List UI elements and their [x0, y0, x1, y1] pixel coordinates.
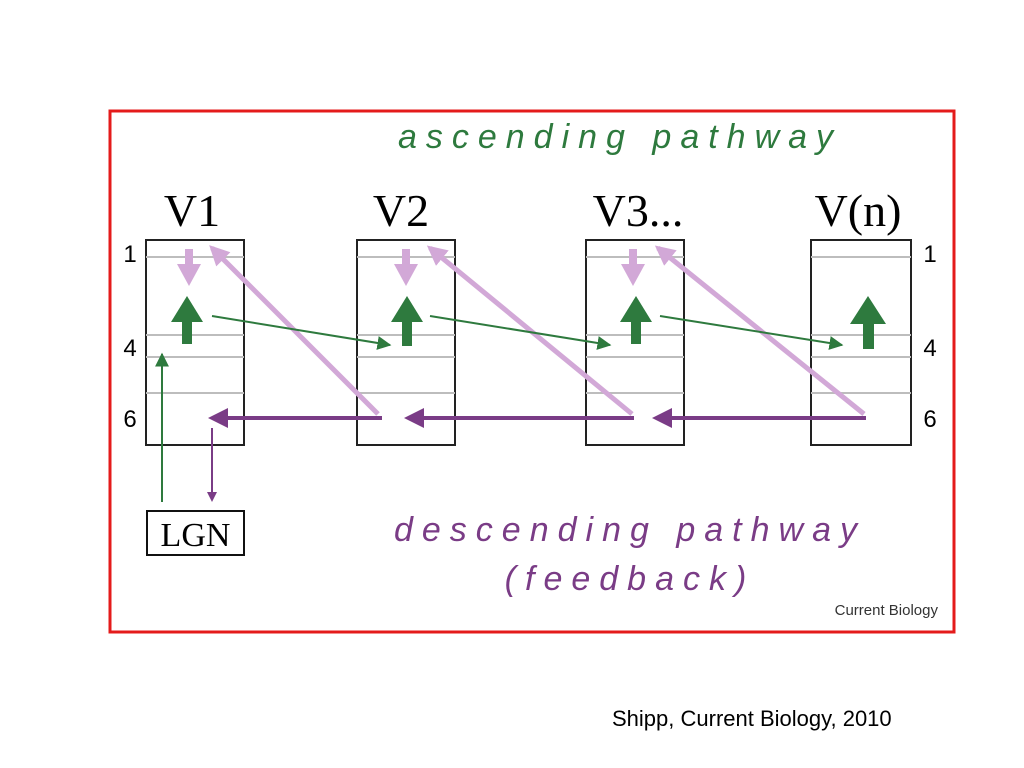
- feedforward-arrow-v1-v2: [211, 315, 392, 350]
- feedforward-arrow-v2-v3: [429, 315, 612, 350]
- layer-label-6-right: 6: [923, 406, 936, 433]
- descending-pathway-label: descending pathway: [394, 511, 866, 549]
- area-label-vn: V(n): [815, 185, 902, 236]
- layer-label-4-right: 4: [923, 335, 936, 362]
- feedback-diagonal-v3-v2: [426, 245, 634, 416]
- citation: Shipp, Current Biology, 2010: [612, 706, 892, 731]
- feedforward-arrow-v3-vn: [659, 315, 844, 350]
- source-label: Current Biology: [835, 602, 939, 619]
- layer-label-1-left: 1: [123, 241, 136, 268]
- down-arrow-icon-v1: [177, 249, 201, 286]
- layer-label-1-right: 1: [923, 241, 936, 268]
- feedback-diagonal-v2-v1: [209, 245, 380, 416]
- layer-label-4-left: 4: [123, 335, 136, 362]
- feedback-diagonal-vn-v3: [654, 245, 866, 416]
- feedback-label: (feedback): [505, 560, 756, 598]
- down-arrow-icon-v2: [394, 249, 418, 286]
- up-arrow-icon-v2: [391, 296, 423, 346]
- area-label-v3: V3...: [593, 185, 684, 236]
- down-arrow-icon-v3: [621, 249, 645, 286]
- lgn-box: LGN: [146, 510, 245, 556]
- area-label-v2: V2: [373, 185, 429, 236]
- up-arrow-icon-v3: [620, 296, 652, 344]
- area-label-v1: V1: [164, 185, 220, 236]
- ascending-pathway-label: ascending pathway: [398, 118, 842, 156]
- lgn-label: LGN: [161, 517, 231, 554]
- up-arrow-icon-v1: [171, 296, 203, 344]
- figure-frame: [108, 109, 956, 634]
- layer-label-6-left: 6: [123, 406, 136, 433]
- up-arrow-icon-vn: [850, 296, 886, 349]
